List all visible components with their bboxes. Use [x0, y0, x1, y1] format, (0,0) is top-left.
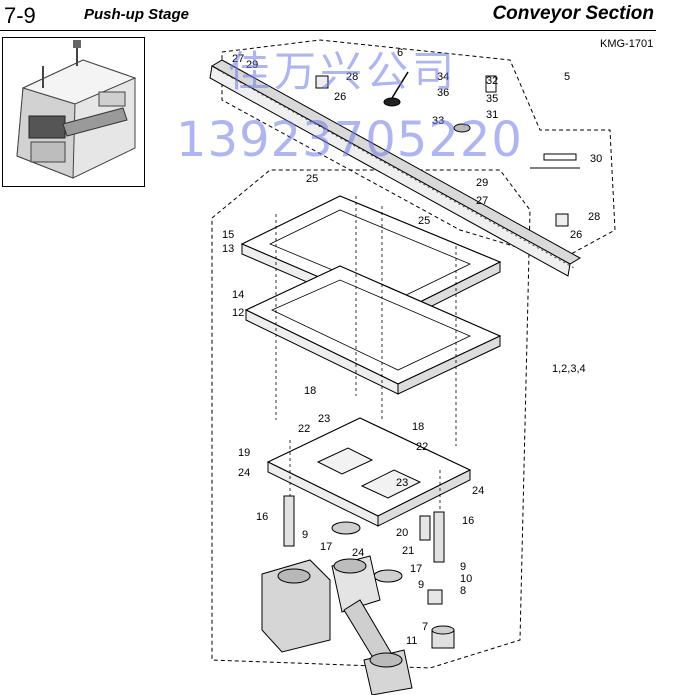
section-title: Push-up Stage: [84, 6, 190, 23]
callout-9b: 9: [418, 579, 424, 591]
callout-15: 15: [222, 229, 234, 241]
callout-19: 19: [238, 447, 250, 459]
callout-6: 6: [397, 47, 403, 59]
callout-30: 30: [590, 153, 602, 165]
sensor-assembly: [315, 71, 580, 227]
callout-26b: 26: [570, 229, 582, 241]
callout-10: 10: [460, 573, 472, 585]
assembly-guides: [275, 196, 457, 512]
callout-9a: 9: [302, 529, 308, 541]
callout-29: 29: [246, 59, 258, 71]
callout-8: 8: [460, 585, 466, 597]
callout-9c: 9: [460, 561, 466, 573]
post-right: [433, 511, 445, 563]
callout-16a: 16: [256, 511, 268, 523]
callout-25a: 25: [306, 173, 318, 185]
callout-27: 27: [232, 53, 244, 65]
callout-21: 21: [402, 545, 414, 557]
callout-28: 28: [346, 71, 358, 83]
callout-20: 20: [396, 527, 408, 539]
callout-29b: 29: [476, 177, 488, 189]
lift-mechanism: [261, 515, 455, 695]
callout-1234: 1,2,3,4: [552, 363, 586, 375]
callout-24c: 24: [352, 547, 364, 559]
callout-11: 11: [406, 635, 417, 647]
page-header: 7-9 Push-up Stage Conveyor Section: [0, 0, 700, 32]
stage-base-plate: [266, 417, 472, 527]
callout-35: 35: [486, 93, 498, 105]
callout-18b: 18: [412, 421, 424, 433]
callout-24a: 24: [238, 467, 250, 479]
conveyor-rail: [209, 59, 582, 277]
callout-17a: 17: [320, 541, 332, 553]
watermark-phone: 13923705220: [176, 112, 523, 168]
callout-34: 34: [437, 71, 449, 83]
bearing-block-left: [331, 521, 361, 535]
model-code: KMG-1701: [600, 38, 654, 50]
callout-7: 7: [422, 621, 428, 633]
callout-32: 32: [486, 75, 498, 87]
callout-18a: 18: [304, 385, 316, 397]
section-number: 7-9: [4, 3, 36, 28]
section-category: Conveyor Section: [492, 3, 654, 24]
callout-36: 36: [437, 87, 449, 99]
callout-5: 5: [564, 71, 570, 83]
callout-14: 14: [232, 289, 244, 301]
callout-22a: 22: [298, 423, 310, 435]
callout-12: 12: [232, 307, 244, 319]
machine-thumbnail: [2, 37, 145, 187]
callout-22b: 22: [416, 441, 428, 453]
callout-31: 31: [486, 109, 498, 121]
header-rule: [0, 30, 656, 31]
post-left: [283, 495, 295, 547]
callout-23a: 23: [318, 413, 330, 425]
machine-illustration: [16, 40, 137, 179]
callout-labels: 27 29 28 26 6 34 32 36 35 33 31 5 30 29 …: [222, 47, 602, 647]
watermark-company: 佳万兴公司: [228, 47, 459, 96]
plate-lower: [244, 265, 502, 395]
callout-33: 33: [432, 115, 444, 127]
callout-28b: 28: [588, 211, 600, 223]
callout-17b: 17: [410, 563, 422, 575]
callout-27b: 27: [476, 195, 488, 207]
callout-16b: 16: [462, 515, 474, 527]
callout-26: 26: [334, 91, 346, 103]
bearing-block-right: [373, 569, 403, 583]
callout-25b: 25: [418, 215, 430, 227]
callout-23b: 23: [396, 477, 408, 489]
callout-24b: 24: [472, 485, 484, 497]
callout-13: 13: [222, 243, 234, 255]
